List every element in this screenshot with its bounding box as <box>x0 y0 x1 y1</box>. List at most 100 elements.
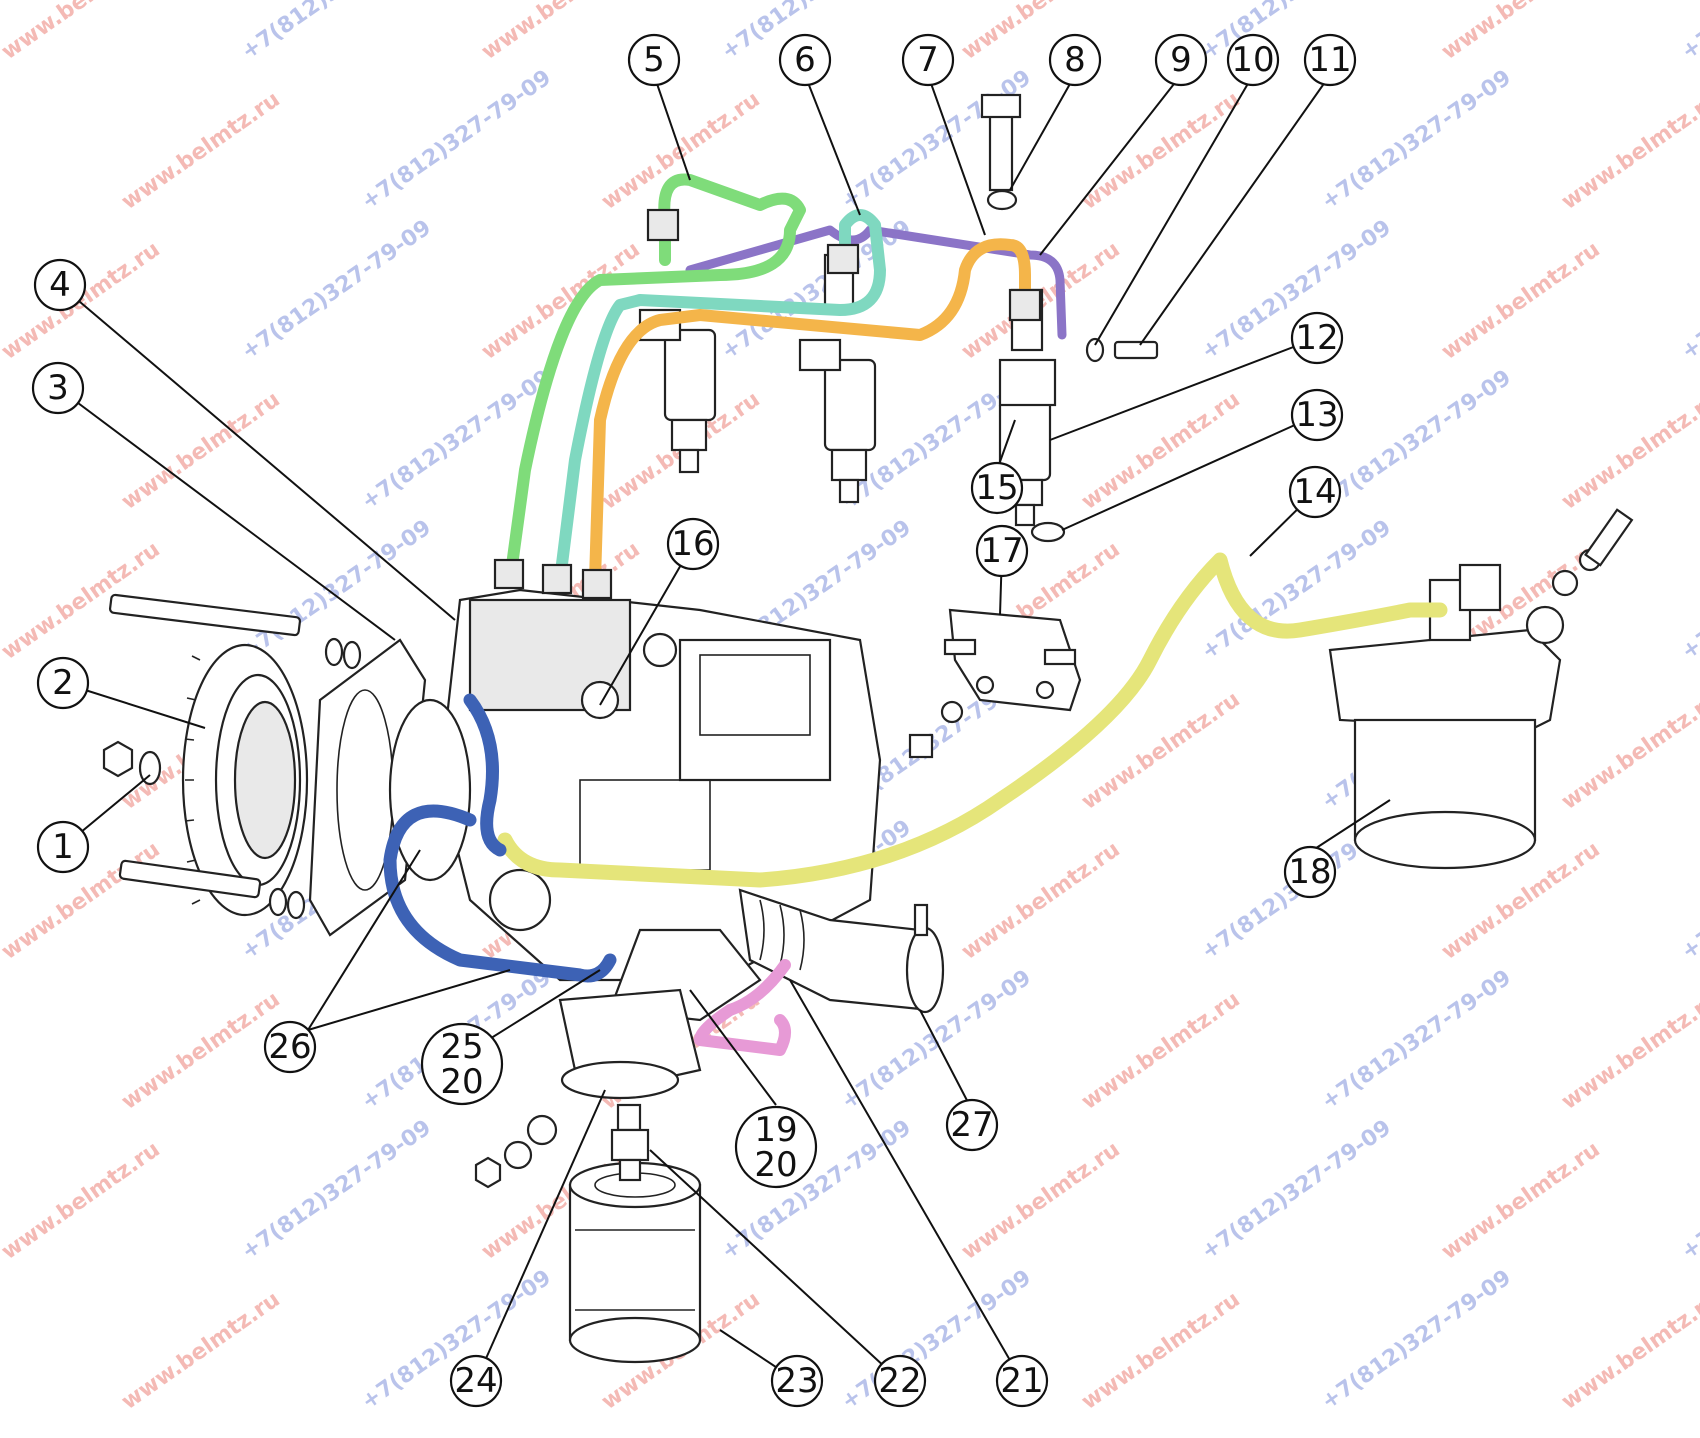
callout-c23: 23 <box>770 1354 824 1408</box>
callout-label: 10 <box>1231 40 1274 80</box>
callout-circle <box>666 517 720 571</box>
callout-c7: 7 <box>901 33 955 87</box>
watermark-text: www.belmtz.ru <box>0 0 165 65</box>
pipe-orange <box>589 238 1031 586</box>
pipe-yellow <box>497 552 1448 888</box>
callout-c2: 2 <box>36 656 90 710</box>
callout-label: 18 <box>1288 852 1331 892</box>
watermark-text: +7(812)327-79-09 <box>1197 1115 1396 1265</box>
callout-circle <box>945 1098 999 1152</box>
watermark-text: www.belmtz.ru <box>1437 237 1605 365</box>
watermark-text: www.belmtz.ru <box>1077 1287 1245 1415</box>
watermark-text: www.belmtz.ru <box>1437 0 1605 65</box>
watermark-text: www.belmtz.ru <box>117 87 285 215</box>
callout-circle <box>1226 33 1280 87</box>
callout-c21: 21 <box>995 1354 1049 1408</box>
watermark-text: +7(812)327-79-09 <box>1677 815 1700 965</box>
watermark-text: www.belmtz.ru <box>117 1287 285 1415</box>
callout-c9: 9 <box>1154 33 1208 87</box>
fuel-fine-filter <box>568 1161 702 1364</box>
watermark-text: +7(812)327-79-09 <box>237 1115 436 1265</box>
callout-c3: 3 <box>31 361 85 415</box>
callout-label: 14 <box>1293 472 1336 512</box>
watermark-text: www.belmtz.ru <box>0 1137 165 1265</box>
watermark-text: +7(812)327-79-09 <box>237 0 436 65</box>
callout-label: 11 <box>1308 40 1351 80</box>
callout-label: 8 <box>1064 40 1086 80</box>
watermark-text: www.belmtz.ru <box>1077 687 1245 815</box>
callout-label: 4 <box>49 265 71 305</box>
callout-label: 6 <box>794 40 816 80</box>
callout-c4: 4 <box>33 258 87 312</box>
callout-c13: 13 <box>1290 388 1344 442</box>
callout-circle <box>1154 33 1208 87</box>
callout-circle <box>449 1354 503 1408</box>
watermark-text: +7(812)327-79-09 <box>1677 0 1700 65</box>
watermark-text: www.belmtz.ru <box>1557 87 1700 215</box>
callout-label: 27 <box>950 1105 993 1145</box>
watermark-text: www.belmtz.ru <box>1557 987 1700 1115</box>
callout-label: 20 <box>754 1145 797 1185</box>
filter-fitting <box>610 1103 650 1182</box>
callout-circle <box>627 33 681 87</box>
callout-label: 9 <box>1170 40 1192 80</box>
gear-bolts <box>108 593 362 920</box>
watermark-text: +7(812)327-79-09 <box>1197 0 1396 65</box>
watermark-text: www.belmtz.ru <box>957 1137 1125 1265</box>
callout-circle <box>36 820 90 874</box>
callout-circle <box>734 1105 818 1189</box>
watermark-text: www.belmtz.ru <box>1077 987 1245 1115</box>
watermark-text: +7(812)327-79-09 <box>1677 215 1700 365</box>
callout-label: 7 <box>917 40 939 80</box>
drive-gear <box>181 643 309 917</box>
callout-c12: 12 <box>1290 311 1344 365</box>
callout-circle <box>36 656 90 710</box>
coarse-fuel-filter <box>1328 508 1634 870</box>
callout-label: 1 <box>52 827 74 867</box>
callout-c14: 14 <box>1288 465 1342 519</box>
callout-circle <box>1288 465 1342 519</box>
callout-label: 13 <box>1295 395 1338 435</box>
filter-washers <box>474 1114 558 1189</box>
watermark-text: +7(812)327-79-09 <box>1317 365 1516 515</box>
callout-label: 25 <box>440 1027 483 1067</box>
high-pressure-pipes <box>504 173 1067 586</box>
watermark-text: www.belmtz.ru <box>477 0 645 65</box>
callout-label: 26 <box>268 1027 311 1067</box>
flange-plate <box>943 608 1082 712</box>
callout-circle <box>1283 845 1337 899</box>
watermark-text: www.belmtz.ru <box>0 237 165 365</box>
callout-c1: 1 <box>36 820 90 874</box>
watermark-text: +7(812)327-79-09 <box>237 215 436 365</box>
small-plug <box>908 700 964 759</box>
callout-label: 19 <box>754 1110 797 1150</box>
watermark-text: www.belmtz.ru <box>1077 87 1245 215</box>
callout-circle <box>263 1020 317 1074</box>
pipe-fittings <box>493 208 1042 600</box>
callout-c8: 8 <box>1048 33 1102 87</box>
callout-label: 5 <box>643 40 665 80</box>
callout-circle <box>770 1354 824 1408</box>
callout-c16: 16 <box>666 517 720 571</box>
callout-circle <box>1303 33 1357 87</box>
watermark-text: +7(812)327-79-09 <box>1677 515 1700 665</box>
callout-circle <box>31 361 85 415</box>
watermark-text: www.belmtz.ru <box>1437 1137 1605 1265</box>
callout-c26: 26 <box>263 1020 317 1074</box>
callout-circle <box>970 461 1024 515</box>
callout-circle <box>995 1354 1049 1408</box>
callout-circle <box>33 258 87 312</box>
watermark-text: www.belmtz.ru <box>957 837 1125 965</box>
watermark-text: www.belmtz.ru <box>1557 1287 1700 1415</box>
callout-c10: 10 <box>1226 33 1280 87</box>
banjo-washer-bolt <box>1030 337 1159 543</box>
watermark-text: www.belmtz.ru <box>1557 687 1700 815</box>
leader-lines <box>57 74 1391 1382</box>
pipe-green <box>504 173 806 586</box>
callout-label: 22 <box>878 1361 921 1401</box>
callout-circle <box>420 1022 504 1106</box>
callout-label: 16 <box>671 524 714 564</box>
callout-label: 12 <box>1295 318 1338 358</box>
